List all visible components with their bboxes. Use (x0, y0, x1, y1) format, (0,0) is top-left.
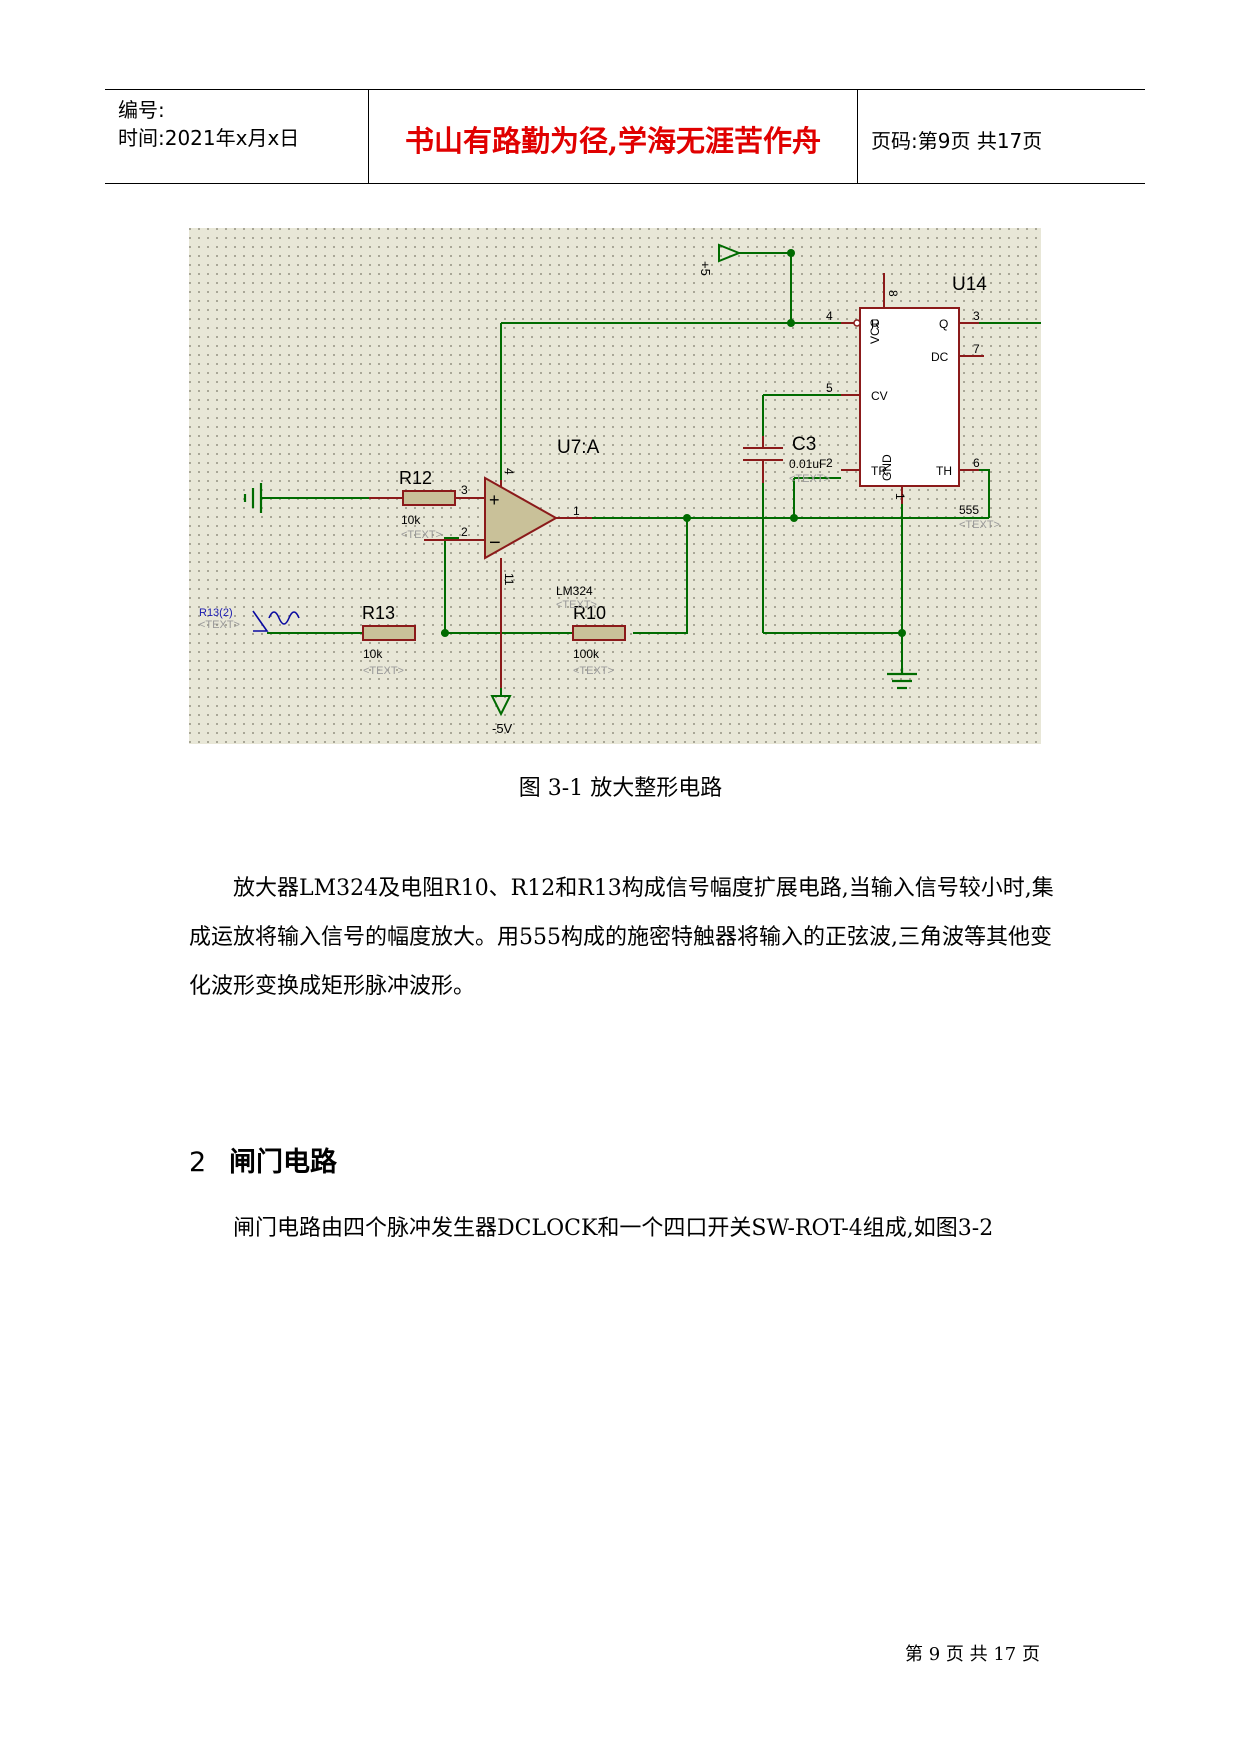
document-header: 编号: 时间:2021年x月x日 书山有路勤为径,学海无涯苦作舟 页码:第9页 … (105, 89, 1145, 184)
pin-q-label: Q (939, 317, 948, 331)
r13-value: 10k (363, 647, 383, 661)
vminus-label: -5V (492, 721, 513, 736)
figure-caption: 图 3-1 放大整形电路 (518, 776, 723, 801)
timer-text-placeholder: <TEXT> (959, 519, 1000, 531)
opamp-plus-sign: + (489, 490, 500, 510)
r13-text-placeholder: <TEXT> (363, 665, 404, 677)
pin-3-number: 3 (973, 309, 980, 323)
r12-value: 10k (401, 513, 421, 527)
c3-value: 0.01uF (789, 457, 826, 471)
pin-6-number: 6 (973, 456, 980, 470)
paragraph-2-text: 闸门电路由四个脉冲发生器DCLOCK和一个四口开关SW-ROT-4组成,如图3-… (233, 1216, 994, 1241)
pin-th-label: TH (936, 464, 952, 478)
opamp-minus-sign: − (489, 532, 501, 554)
pin-2-number: 2 (826, 456, 833, 470)
c3-label: C3 (792, 434, 816, 455)
chip-u14-555 (859, 307, 960, 487)
u7a-label: U7:A (557, 437, 600, 458)
header-right-cell: 页码:第9页 共17页 (857, 90, 1145, 183)
source-label: R13(2) (199, 607, 233, 619)
r10-text-placeholder: <TEXT> (573, 665, 614, 677)
opamp-pin-11: 11 (502, 573, 516, 586)
section-number: 2 (189, 1147, 207, 1178)
header-motto: 书山有路勤为径,学海无涯苦作舟 (404, 124, 822, 158)
pin-4-number: 4 (826, 309, 833, 323)
pin-cv-label: CV (871, 389, 888, 403)
r10-value: 100k (573, 647, 600, 661)
document-number-label: 编号: (118, 98, 165, 122)
pin-tr-label: TR (871, 464, 887, 478)
header-page-info: 页码:第9页 共17页 (871, 129, 1043, 153)
r10-label: R10 (573, 603, 606, 623)
pin-1-number: 1 (893, 493, 907, 500)
sine-source-icon (252, 610, 300, 632)
c3-text-placeholder: <TEXT> (789, 473, 830, 485)
body-paragraph-1: 放大器LM324及电阻R10、R12和R13构成信号幅度扩展电路,当输入信号较小… (189, 864, 1069, 1011)
timer-555-label: 555 (959, 503, 979, 517)
header-motto-cell: 书山有路勤为径,学海无涯苦作舟 (368, 90, 858, 183)
pin-r-label: R (871, 317, 880, 331)
document-time: 时间:2021年x月x日 (118, 126, 300, 150)
vplus-label: +5 (698, 261, 713, 276)
r12-resistor (402, 490, 456, 506)
r12-label: R12 (399, 468, 432, 488)
pin-gnd-label: GND (880, 454, 894, 481)
lm324-label: LM324 (556, 584, 593, 598)
body-paragraph-2: 闸门电路由四个脉冲发生器DCLOCK和一个四口开关SW-ROT-4组成,如图3-… (189, 1204, 1069, 1253)
header-left-cell: 编号: 时间:2021年x月x日 (105, 90, 368, 183)
left-ground-symbol (243, 483, 263, 513)
opamp-pin-2: 2 (461, 525, 468, 539)
pin-5-number: 5 (826, 381, 833, 395)
opamp-u7a (484, 476, 559, 560)
section-title: 闸门电路 (229, 1147, 337, 1178)
pin-vcc-label: VCC (868, 318, 882, 344)
ground-symbol (887, 668, 917, 690)
junction-dots (441, 249, 906, 637)
section-heading: 2 闸门电路 (189, 1140, 337, 1179)
pin-7-number: 7 (973, 342, 980, 356)
source-text-placeholder: <TEXT> (199, 619, 240, 631)
opamp-pin-4: 4 (502, 468, 516, 475)
r12-text-placeholder: <TEXT> (401, 529, 442, 541)
pin-dc-label: DC (931, 350, 949, 364)
opamp-pin-1: 1 (573, 504, 580, 518)
circuit-schematic: +5 -5V R12 10k <TEXT> R13 10k <TEXT> R10… (189, 228, 1041, 744)
lm324-text-placeholder: <TEXT> (556, 599, 597, 611)
r10-resistor (572, 625, 626, 641)
page-footer: 第 9 页 共 17 页 (905, 1644, 1040, 1665)
opamp-pin-3: 3 (461, 483, 468, 497)
pin-8-number: 8 (886, 290, 900, 297)
u14-label: U14 (952, 274, 987, 295)
vminus-supply-symbol (490, 688, 512, 717)
paragraph-1-text: 放大器LM324及电阻R10、R12和R13构成信号幅度扩展电路,当输入信号较小… (189, 876, 1054, 999)
vplus-supply-symbol (718, 243, 742, 263)
r13-resistor (362, 625, 416, 641)
r13-label: R13 (362, 603, 395, 623)
